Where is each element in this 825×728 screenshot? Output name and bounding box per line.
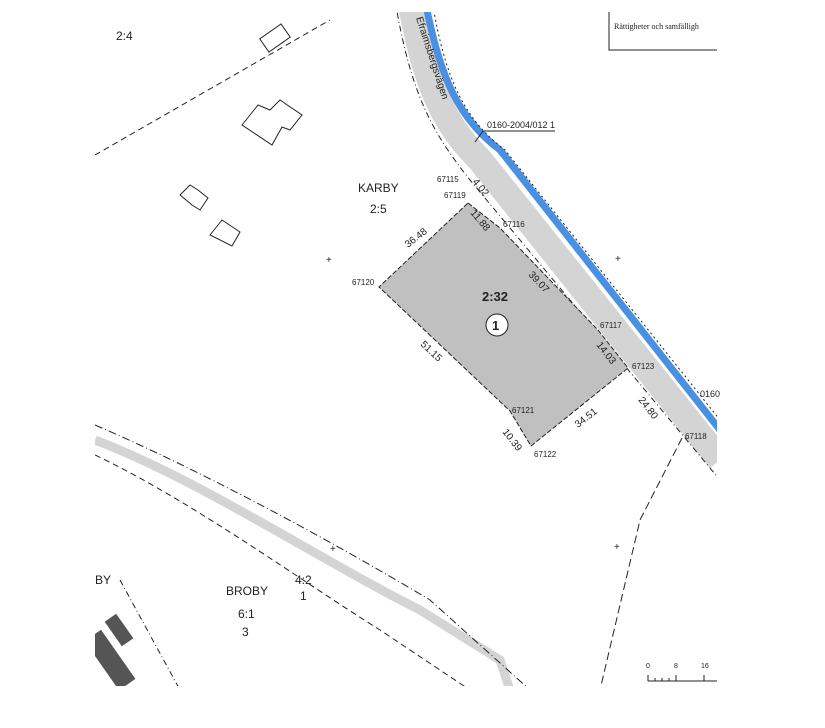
dim-34-51: 34.51: [573, 406, 600, 430]
svg-text:+: +: [615, 254, 621, 265]
svg-text:+: +: [614, 542, 620, 553]
legend-text: Rättigheter och samfälligh: [614, 22, 699, 31]
point-67122: 67122: [534, 450, 557, 459]
parcel-number: 1: [492, 318, 499, 333]
easement-label-partial: 0160: [700, 389, 720, 399]
svg-text:16: 16: [701, 663, 709, 670]
water-strip: [423, 12, 717, 432]
label-karby: KARBY: [358, 181, 399, 195]
point-67123: 67123: [632, 362, 655, 371]
point-67119: 67119: [444, 191, 466, 200]
label-broby: BROBY: [226, 584, 268, 598]
label-4-2: 4:2: [295, 573, 312, 587]
point-67115: 67115: [437, 175, 459, 184]
road-efraimsbergsvagen: [399, 12, 717, 469]
legend-box: [608, 12, 717, 51]
svg-text:0: 0: [646, 663, 650, 670]
point-67118: 67118: [685, 432, 707, 441]
scale-bar: 0 8 16: [646, 663, 717, 682]
road-lower: [95, 435, 514, 686]
label-3: 3: [242, 625, 249, 639]
label-6-1: 6:1: [238, 607, 255, 621]
easement-label: 0160-2004/012 1: [487, 120, 555, 130]
svg-text:8: 8: [674, 663, 678, 670]
point-67120: 67120: [352, 278, 375, 287]
label-4-2-sub: 1: [300, 589, 307, 603]
svg-text:+: +: [330, 544, 336, 555]
parcel-number-circle: [485, 313, 509, 337]
dim-10-39: 10.39: [500, 427, 524, 454]
parcel-name: 2:32: [482, 289, 508, 304]
label-by-partial: BY: [95, 573, 111, 587]
label-2-4: 2:4: [116, 29, 133, 43]
label-2-5: 2:5: [370, 202, 387, 216]
point-67121: 67121: [512, 406, 535, 415]
point-67116: 67116: [503, 220, 525, 229]
svg-text:+: +: [326, 255, 332, 266]
point-67117: 67117: [600, 321, 622, 330]
